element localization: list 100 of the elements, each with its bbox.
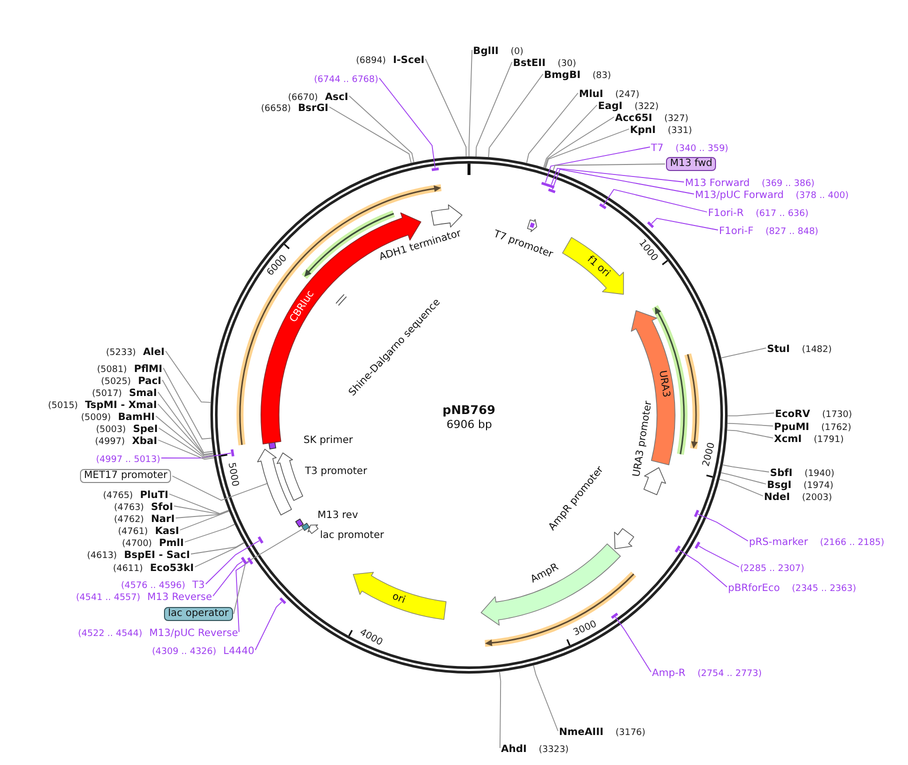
restriction-site-label: (4761) KasI bbox=[118, 522, 180, 538]
leader-line bbox=[727, 422, 774, 426]
leader-line bbox=[205, 540, 260, 584]
leader-line bbox=[194, 542, 245, 568]
leader-line bbox=[158, 428, 214, 458]
primer-label: M13/pUC Forward (378 .. 400) bbox=[695, 186, 849, 202]
restriction-site-label: (5025) PacI bbox=[101, 372, 162, 388]
feature-label: T3 promoter bbox=[305, 466, 368, 478]
primer-site-mark bbox=[693, 509, 700, 518]
restriction-site-label: (4763) SfoI bbox=[114, 498, 174, 514]
primer-site-mark bbox=[610, 612, 619, 620]
leader-line bbox=[651, 218, 718, 230]
leader-line bbox=[719, 478, 764, 496]
leader-line bbox=[174, 506, 230, 515]
feature-label: URA3 bbox=[656, 370, 672, 398]
restriction-site-label: (4611) Eco53kI bbox=[113, 560, 194, 574]
leader-line bbox=[162, 368, 212, 440]
leader-line bbox=[155, 416, 214, 457]
leader-line bbox=[184, 524, 236, 542]
scale-label: 3000 bbox=[572, 618, 598, 639]
leader-line bbox=[698, 514, 748, 542]
leader-line bbox=[544, 116, 614, 168]
leader-line bbox=[476, 62, 512, 157]
restriction-site-label: MluI (247) bbox=[579, 86, 640, 100]
restriction-site-label: (4613) BspEI - SacI bbox=[87, 546, 190, 562]
leader-line bbox=[545, 146, 650, 184]
restriction-site-label: BstEII (30) bbox=[513, 54, 576, 70]
leader-line bbox=[720, 472, 766, 484]
primer-site-mark bbox=[547, 188, 556, 194]
leader-line bbox=[158, 392, 214, 455]
leader-line bbox=[488, 74, 544, 158]
feature-tag: lac operator bbox=[164, 607, 233, 621]
restriction-site-label: EcoRV (1730) bbox=[775, 406, 852, 420]
leader-line bbox=[254, 601, 282, 650]
leader-line bbox=[678, 549, 728, 588]
primer-site-mark bbox=[246, 557, 254, 565]
primer-site-mark bbox=[541, 181, 549, 187]
restriction-site-label: KpnI (331) bbox=[630, 122, 692, 136]
primer-label: (4576 .. 4596) T3 bbox=[121, 576, 205, 592]
primer-label: (4522 .. 4544) M13/pUC Reverse bbox=[78, 624, 238, 640]
primer-site-mark bbox=[240, 556, 248, 565]
restriction-site-label: (5233) AleI bbox=[106, 344, 165, 358]
primer-site-mark bbox=[257, 536, 264, 544]
restriction-site-label: (6670) AscI bbox=[288, 88, 348, 104]
leader-line bbox=[160, 452, 232, 458]
primer-label: (2285 .. 2307) bbox=[740, 560, 804, 574]
primer-site-mark bbox=[646, 221, 655, 229]
leader-line bbox=[615, 616, 652, 672]
primer-label: (4997 .. 5013) bbox=[96, 450, 160, 466]
leader-line bbox=[172, 476, 268, 501]
primer-site-mark bbox=[546, 183, 555, 189]
feature-label: SK primer bbox=[304, 435, 353, 447]
restriction-site-label: (4700) PmlI bbox=[122, 534, 184, 550]
leader-line bbox=[727, 412, 774, 416]
restriction-site-label: StuI (1482) bbox=[767, 340, 832, 356]
restriction-site-label: PpuMI (1762) bbox=[774, 418, 852, 434]
leader-line bbox=[165, 350, 212, 403]
primer-site-mark bbox=[230, 449, 235, 457]
primer-label: (4541 .. 4557) M13 Reverse bbox=[76, 588, 212, 604]
plasmid-name: pNB769 bbox=[442, 403, 496, 417]
leader-line bbox=[545, 128, 630, 168]
primer-site-mark bbox=[431, 167, 440, 172]
feature-tag: MET17 promoter bbox=[80, 469, 172, 483]
feature-mark bbox=[300, 522, 311, 532]
primer-label: F1ori-F (827 .. 848) bbox=[719, 222, 818, 238]
primer-site-mark bbox=[694, 541, 701, 550]
feature-label: URA3 promoter bbox=[631, 400, 656, 478]
leader-line bbox=[550, 168, 684, 186]
leader-line bbox=[468, 50, 472, 157]
leader-line bbox=[168, 494, 230, 514]
scale-label: 2000 bbox=[700, 442, 718, 468]
leader-line bbox=[533, 664, 558, 732]
restriction-site-label: (5081) PflMI bbox=[97, 360, 162, 376]
scale-label: 5000 bbox=[226, 462, 241, 488]
restriction-site-label: (6894) I-SceI bbox=[356, 52, 424, 66]
scale-label: 4000 bbox=[358, 626, 385, 648]
leader-line bbox=[603, 188, 708, 212]
restriction-site-label: AhdI (3323) bbox=[501, 740, 569, 756]
leader-line bbox=[526, 92, 578, 164]
outline-band bbox=[256, 448, 293, 516]
leader-line bbox=[328, 106, 412, 164]
feature-label: ori bbox=[390, 590, 407, 607]
restriction-site-label: BmgBI (83) bbox=[544, 66, 612, 82]
feature-label: lac promoter bbox=[320, 530, 384, 542]
restriction-site-label: (5017) SmaI bbox=[92, 384, 158, 400]
restriction-site-label: Acc65I (327) bbox=[615, 110, 688, 124]
restriction-site-label: (4762) NarI bbox=[114, 510, 175, 526]
leader-line bbox=[348, 96, 414, 163]
primer-label: pBRforEco (2345 .. 2363) bbox=[728, 580, 856, 594]
primer-site-mark bbox=[279, 597, 287, 605]
leader-line bbox=[233, 528, 304, 614]
primer-label: (4309 .. 4326) L4440 bbox=[152, 642, 254, 658]
leader-line bbox=[212, 560, 243, 596]
leader-line bbox=[378, 78, 436, 168]
leader-line bbox=[158, 404, 214, 456]
leader-line bbox=[499, 671, 502, 748]
restriction-site-label: BsgI (1974) bbox=[767, 476, 834, 492]
restriction-site-label: SbfI (1940) bbox=[770, 464, 834, 480]
restriction-site-label: (5003) SpeI bbox=[96, 420, 158, 436]
leader-line bbox=[162, 380, 214, 454]
